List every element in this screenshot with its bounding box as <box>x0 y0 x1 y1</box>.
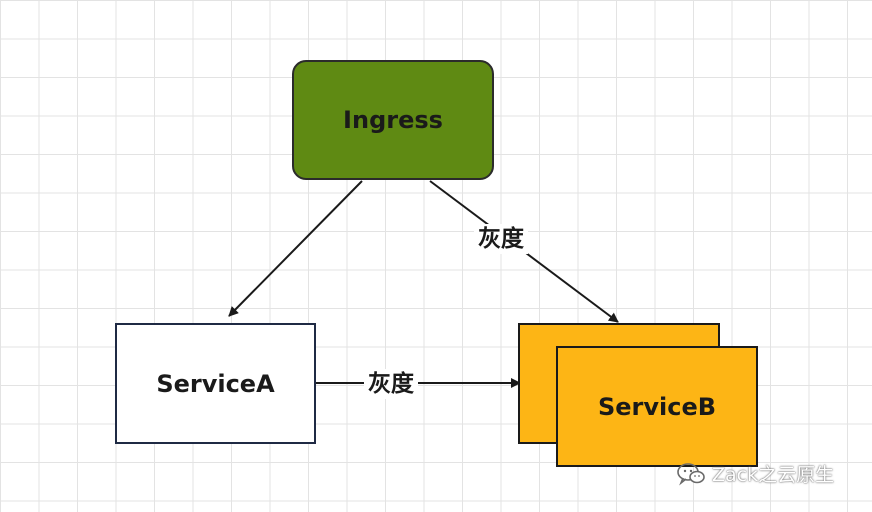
service-a-node: ServiceA <box>115 323 316 444</box>
watermark: Zack之云原生 <box>676 460 834 487</box>
service-b-label: ServiceB <box>597 392 717 421</box>
service-a-to-service-b-label: 灰度 <box>364 369 418 399</box>
ingress-to-service-b-label: 灰度 <box>474 224 528 254</box>
wechat-icon <box>677 462 705 486</box>
watermark-text: Zack之云原生 <box>712 464 835 486</box>
service-b-node: ServiceB <box>556 346 758 467</box>
ingress-label: Ingress <box>343 106 443 134</box>
service-a-label: ServiceA <box>156 369 275 398</box>
edge-ingress-to-service-a <box>228 180 363 317</box>
ingress-node: Ingress <box>292 60 494 180</box>
